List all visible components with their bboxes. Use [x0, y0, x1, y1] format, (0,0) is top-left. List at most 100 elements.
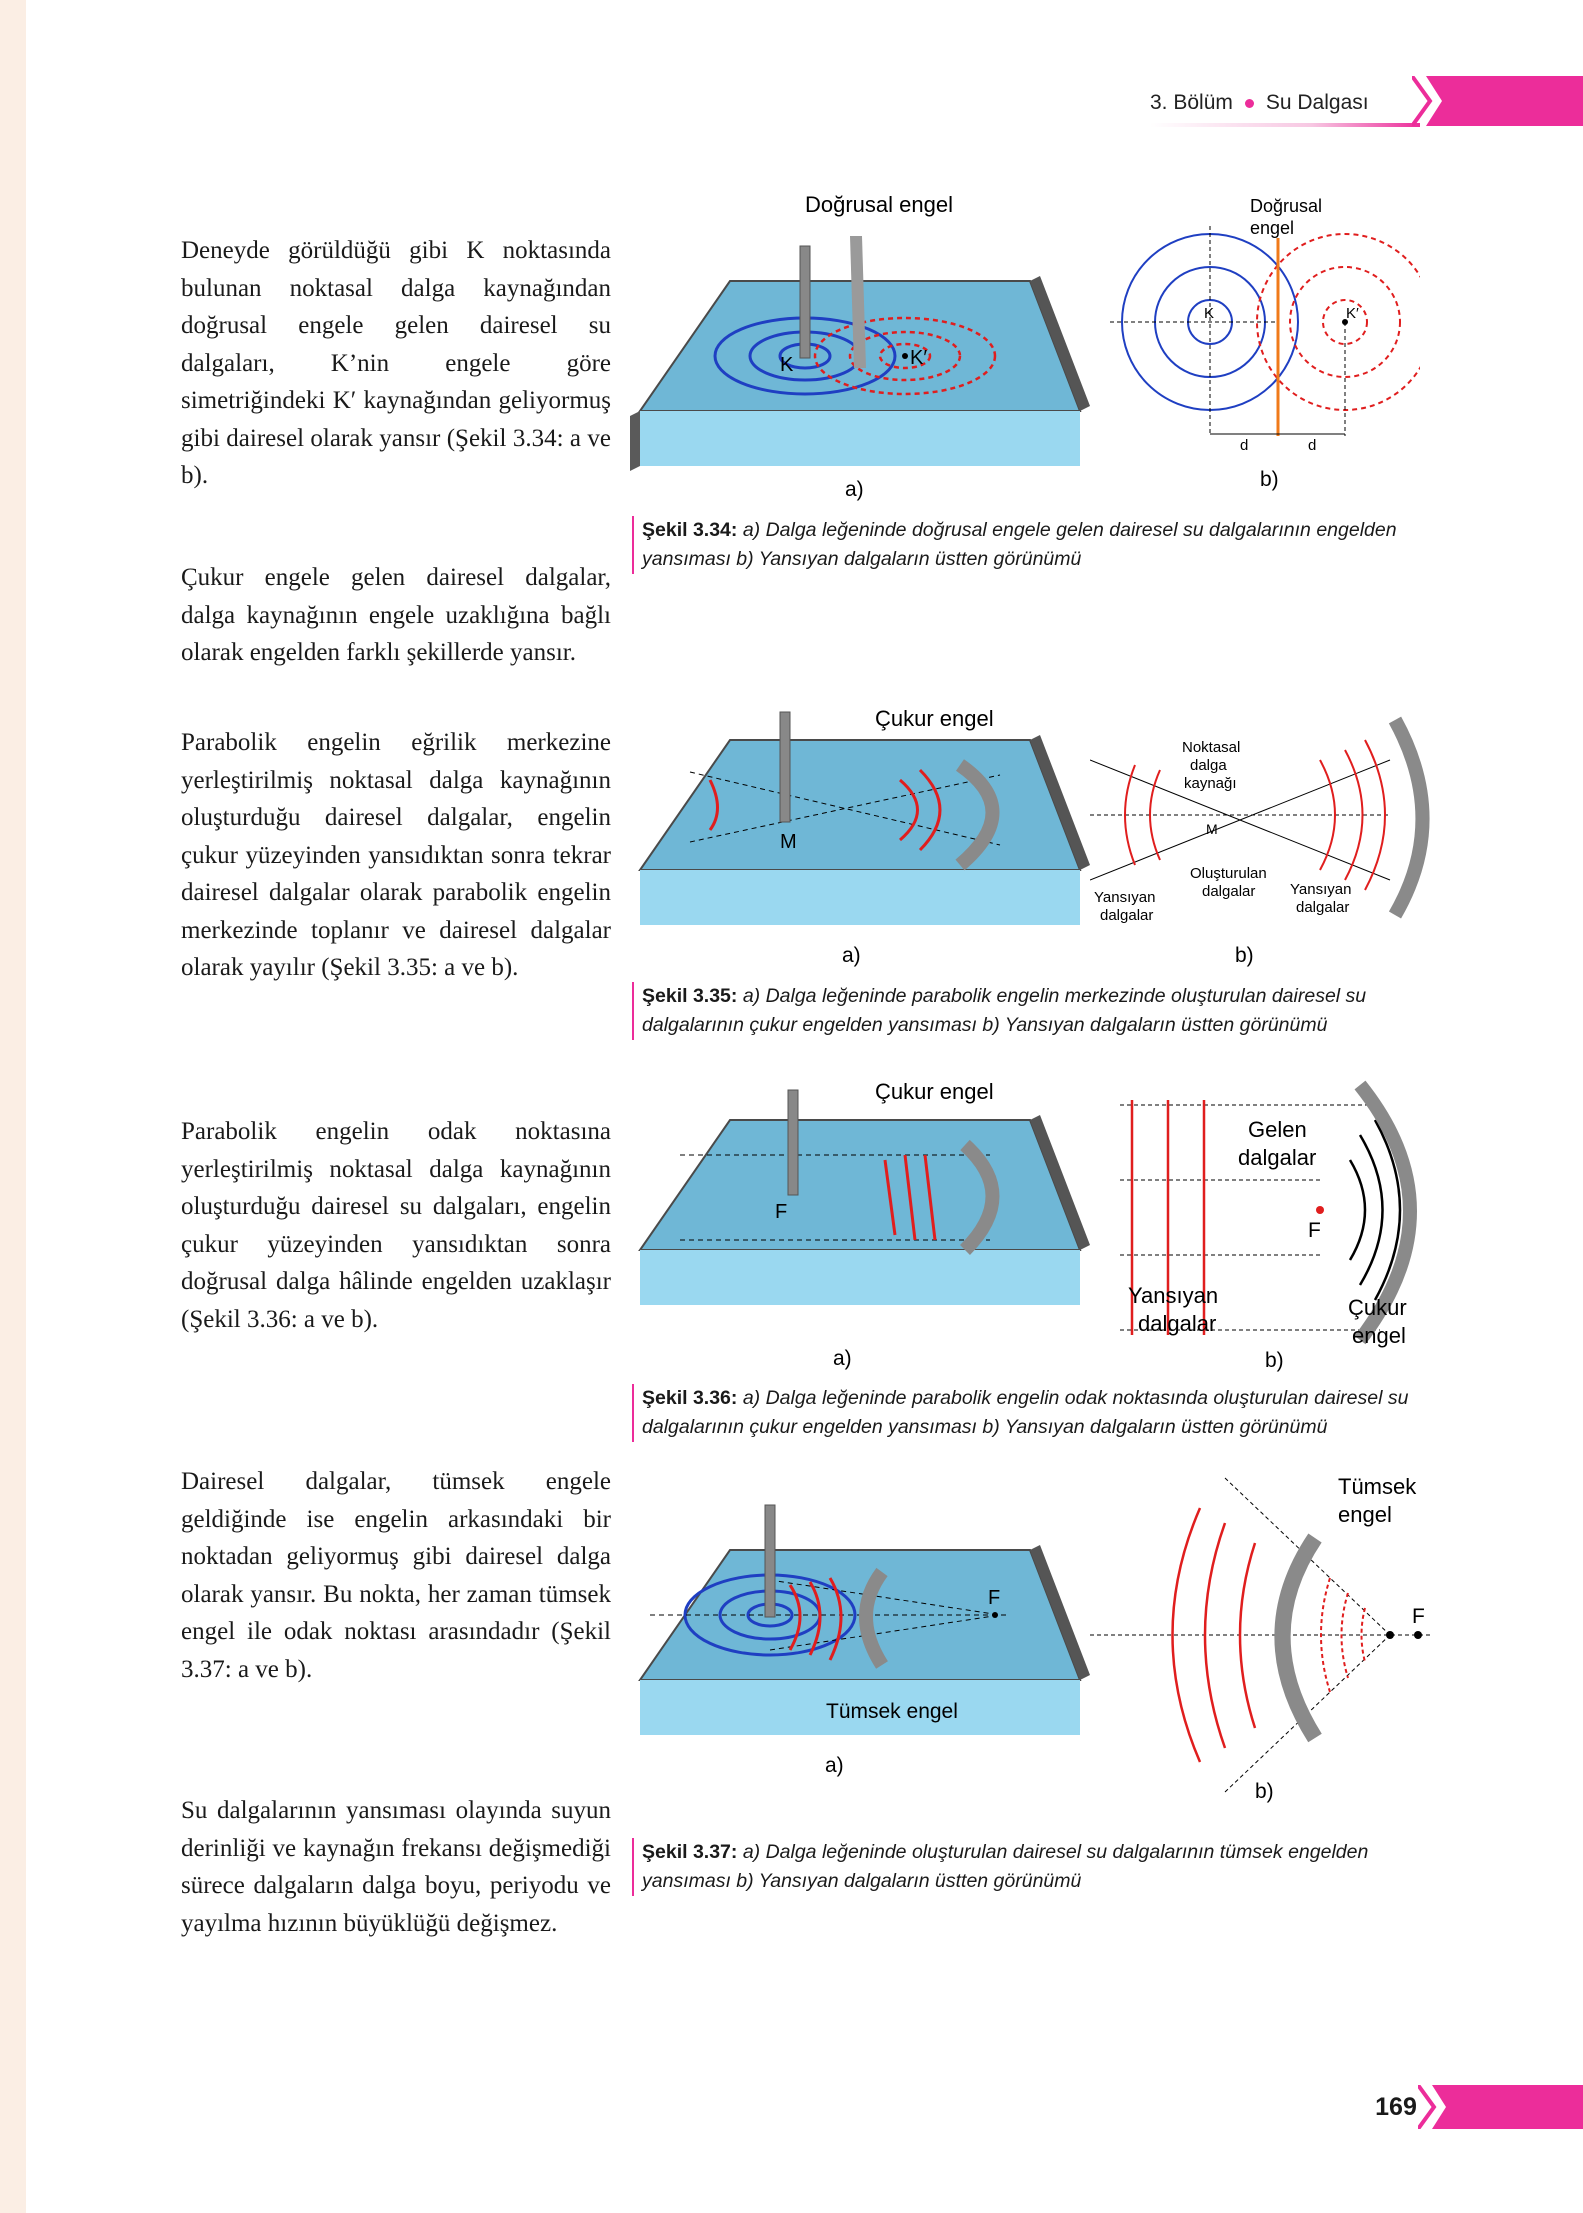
caption-text: a) Dalga leğeninde parabolik engelin mer… [642, 985, 1367, 1036]
source-label-3: kaynağı [1184, 775, 1237, 792]
subfigure-label: a) [825, 1754, 844, 1777]
reflected-plane-waves [883, 1154, 937, 1241]
running-header: 3. Bölüm Su Dalgası [1150, 86, 1369, 120]
subfigure-label: b) [1235, 944, 1254, 967]
image-source-label: K′ [1346, 305, 1359, 322]
reflected-arcs [1171, 1507, 1257, 1763]
figure-3-34-a: Doğrusal engel K K′ a) [630, 192, 1090, 501]
paragraph-3: Parabolik engelin eğrilik merkezine yerl… [181, 729, 611, 981]
header-arrow-tab-icon [1412, 76, 1583, 126]
caption-label: Şekil 3.34: [642, 519, 738, 541]
left-label-1: Yansıyan [1094, 889, 1155, 906]
paragraph-2: Çukur engele gelen dairesel dalgalar, da… [181, 564, 611, 666]
source-label-1: Noktasal [1182, 739, 1240, 756]
header-underline [1150, 123, 1420, 127]
distance-label-1: d [1240, 437, 1248, 454]
caption-text: a) Dalga leğeninde oluşturulan dairesel … [642, 1841, 1369, 1892]
caption-3-36: Şekil 3.36: a) Dalga leğeninde parabolik… [632, 1384, 1432, 1442]
ripple-tank [638, 1119, 1082, 1251]
paragraph-4: Parabolik engelin odak noktasına yerleşt… [181, 1118, 611, 1333]
caption-text: a) Dalga leğeninde doğrusal engele gelen… [642, 519, 1397, 570]
paragraph-6: Su dalgalarının yansıması olayında suyun… [181, 1797, 611, 1937]
source-label-2: dalga [1190, 757, 1227, 774]
reflected-label-2: dalgalar [1138, 1311, 1216, 1336]
bullet-dot-icon [1244, 98, 1254, 108]
barrier-label-2: engel [1250, 218, 1294, 238]
topic-label: Su Dalgası [1265, 91, 1369, 114]
caption-label: Şekil 3.35: [642, 985, 738, 1007]
focus-f-label: F [1412, 1605, 1425, 1628]
reflected-waves [813, 316, 997, 396]
left-label-2: dalgalar [1100, 907, 1153, 924]
tank-front [640, 1680, 1080, 1735]
subfigure-label: a) [845, 478, 864, 501]
incident-label-2: dalgalar [1238, 1145, 1316, 1170]
focus-f-label: F [1308, 1219, 1321, 1242]
paragraph-5: Dairesel dalgalar, tümsek engele geldiği… [181, 1468, 611, 1683]
convex-barrier [859, 1567, 888, 1669]
subfigure-label: a) [842, 944, 861, 967]
right-label-2: dalgalar [1296, 899, 1349, 916]
figure-3-36-a: Çukur engel F a) [638, 1079, 1090, 1370]
page-margin-strip [0, 0, 26, 2213]
figure-3-34-b: Doğrusal engel K K′ d d b) [1110, 196, 1420, 491]
chapter-label: 3. Bölüm [1150, 91, 1233, 114]
wave-source-rod [787, 1089, 799, 1196]
concave-barrier [959, 1139, 1000, 1255]
page-number-arrow-tab-icon [1418, 2085, 1583, 2129]
focus-f-label: F [988, 1587, 1000, 1609]
reflected-arcs [708, 768, 942, 852]
tank-front [640, 411, 1080, 466]
figure-3-37-a: F Tümsek engel a) [638, 1504, 1090, 1777]
figure-3-37-b: Tümsek engel F b) [1090, 1474, 1430, 1803]
figure-title: Doğrusal engel [805, 192, 953, 217]
caption-text: a) Dalga leğeninde parabolik engelin oda… [642, 1387, 1409, 1438]
convex-barrier [1274, 1533, 1322, 1743]
virtual-arcs [1320, 1577, 1366, 1693]
page-number: 169 [1375, 2092, 1417, 2121]
concave-barrier [1354, 1080, 1417, 1345]
caption-label: Şekil 3.36: [642, 1387, 738, 1409]
image-source-label: K′ [910, 347, 927, 369]
barrier-title: Tümsek engel [826, 1700, 958, 1723]
straight-barrier [850, 236, 866, 368]
source-m-label: M [780, 831, 797, 853]
wave-source-rod [779, 711, 791, 823]
reflected-plane-waves [1130, 1100, 1206, 1335]
wave-source-rod [799, 245, 811, 359]
middle-label-2: dalgalar [1202, 883, 1255, 900]
reflected-arcs [788, 1577, 843, 1661]
barrier-label-1: Çukur [1348, 1295, 1407, 1320]
tank-front [640, 870, 1080, 925]
reflected-arcs [1124, 739, 1386, 891]
figure-3-35-b: Noktasal dalga kaynağı M Yansıyan dalgal… [1090, 716, 1430, 967]
subfigure-label: b) [1260, 468, 1279, 491]
reflected-circles [1256, 233, 1420, 411]
middle-label-1: Oluşturulan [1190, 865, 1267, 882]
incident-arcs [1348, 1119, 1402, 1301]
figure-3-35-a: Çukur engel M a) [638, 706, 1090, 967]
focus-f-label: F [775, 1201, 787, 1223]
caption-3-35: Şekil 3.35: a) Dalga leğeninde parabolik… [632, 982, 1432, 1040]
barrier-label-2: engel [1338, 1502, 1392, 1527]
caption-label: Şekil 3.37: [642, 1841, 738, 1863]
wave-source-rod [764, 1504, 776, 1618]
source-k-label: K [780, 354, 794, 376]
barrier-label-1: Doğrusal [1250, 196, 1322, 216]
source-k-label: K [1204, 305, 1214, 322]
reflected-label-1: Yansıyan [1128, 1283, 1218, 1308]
figure-title: Çukur engel [875, 706, 994, 731]
paragraph-1: Deneyde görüldüğü gibi K noktasında bulu… [181, 237, 611, 489]
caption-3-37: Şekil 3.37: a) Dalga leğeninde oluşturul… [632, 1838, 1432, 1896]
figure-3-36-b: Gelen dalgalar F Yansıyan dalgalar Çukur… [1120, 1080, 1417, 1372]
tank-front [640, 1250, 1080, 1305]
concave-barrier [955, 759, 1000, 871]
barrier-label-1: Tümsek [1338, 1474, 1417, 1499]
center-m-label: M [1206, 821, 1218, 837]
incident-label-1: Gelen [1248, 1117, 1307, 1142]
figure-title: Çukur engel [875, 1079, 994, 1104]
caption-3-34: Şekil 3.34: a) Dalga leğeninde doğrusal … [632, 516, 1432, 574]
subfigure-label: a) [833, 1347, 852, 1370]
concave-barrier [1388, 716, 1430, 919]
subfigure-label: b) [1265, 1349, 1284, 1372]
